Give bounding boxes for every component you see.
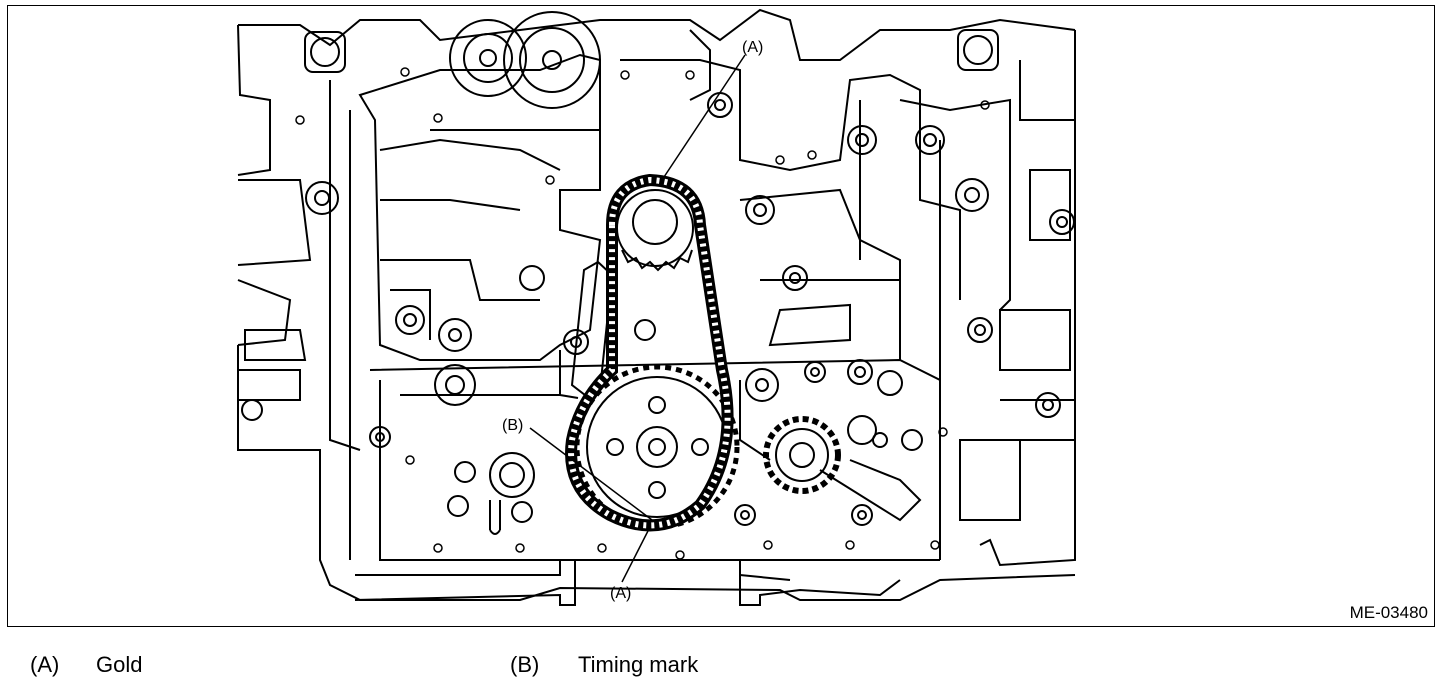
callout-leaders (529, 54, 746, 583)
camshaft-sprocket (616, 189, 694, 272)
legend-key-b: (B) (510, 652, 540, 677)
figure-id: ME-03480 (1349, 603, 1428, 622)
timing-chain (565, 173, 734, 532)
lower-pipe (354, 559, 901, 606)
oil-pump-sprocket (763, 416, 841, 494)
engine-block-outline (237, 8, 1076, 601)
callout-a-top: (A) (742, 39, 763, 56)
inner-housing-contours (329, 29, 1011, 561)
callout-b: (B) (502, 417, 523, 434)
figure-frame (7, 5, 1435, 627)
rivets (295, 67, 990, 560)
legend-key-a: (A) (30, 652, 60, 677)
bolts (241, 92, 1075, 535)
engine-timing-chain-diagram: (A) (B) (A) (237, 8, 1076, 606)
callout-a-bottom: (A) (610, 585, 631, 602)
legend-text-b: Timing mark (578, 652, 699, 677)
legend-text-a: Gold (96, 652, 143, 677)
idler-pulleys (304, 11, 999, 109)
